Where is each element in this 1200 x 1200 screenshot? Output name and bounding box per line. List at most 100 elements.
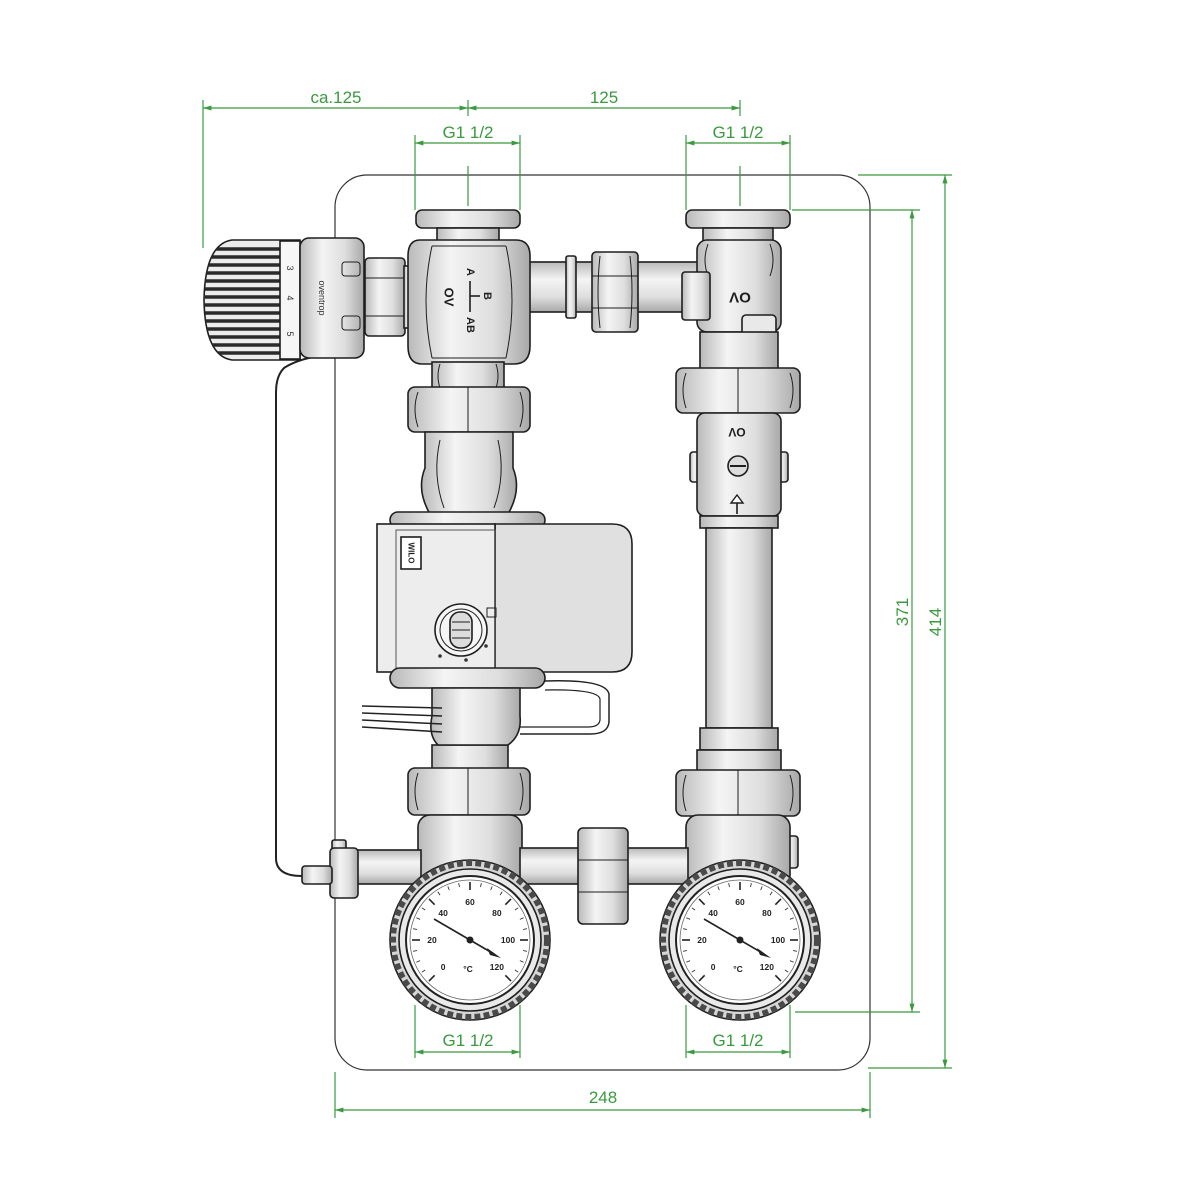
mounting-plate	[334, 174, 871, 1071]
thermometer-tick	[760, 886, 763, 891]
thermometer-tick	[691, 969, 696, 973]
mixing-valve-port-b: B	[481, 292, 493, 300]
thermostat-nut	[364, 257, 406, 337]
thermostat-brand: oventrop	[317, 280, 327, 315]
capillary-tube	[275, 355, 319, 877]
right-riser: OV	[675, 367, 801, 888]
thermometer-tick	[490, 886, 493, 891]
mixing-valve: OV A B AB	[407, 209, 596, 390]
pump-logo	[400, 536, 422, 570]
thermometer-tick	[519, 960, 524, 963]
thermometer-left-needle	[433, 918, 501, 958]
dimension-top-right-thread: G1 1/2	[712, 123, 763, 142]
pump-brand: WILO	[407, 543, 416, 564]
dimension-plate-width: 248	[589, 1088, 617, 1107]
union-nut-upper-left	[407, 386, 531, 433]
dimension-plate-height: 414	[926, 608, 945, 636]
thermometer-tick	[698, 974, 706, 982]
dimension-bottom-left-thread: G1 1/2	[442, 1031, 493, 1050]
thermometer-tick	[514, 969, 519, 973]
thermometer-tick	[750, 883, 752, 888]
thermometer-tick	[421, 969, 426, 973]
thermometer-scale-label: 120	[490, 962, 504, 972]
thermometer-tick	[792, 928, 797, 930]
thermometer-tick	[504, 974, 512, 982]
thermometer-tick	[769, 891, 773, 896]
thermometer-tick	[437, 891, 441, 896]
thermometer-tick	[499, 891, 503, 896]
thermometer-scale-label: 60	[465, 897, 475, 907]
dimension-top-left-thread: G1 1/2	[442, 123, 493, 142]
ball-valve-upper: OV	[681, 209, 791, 371]
pump-speed-dial-icon	[434, 603, 488, 662]
thermometer-tick	[458, 883, 460, 888]
thermometer-tick	[784, 907, 789, 911]
thermometer-scale-label: 40	[438, 908, 448, 918]
thermometer-tick	[789, 917, 794, 920]
thermometer-tick	[416, 917, 421, 920]
mixing-valve-port-a: A	[464, 268, 476, 276]
thermometer-tick	[774, 898, 782, 906]
thermometer-tick	[691, 907, 696, 911]
thermometer-scale-label: 80	[492, 908, 502, 918]
thermometer-tick	[717, 886, 720, 891]
pump-indicator-light	[486, 607, 497, 618]
thermostat-scale-4: 4	[285, 295, 295, 300]
dimension-connection-height: 371	[893, 598, 912, 626]
union-nut-lower-left	[431, 744, 509, 771]
immersion-sensor	[301, 839, 359, 899]
ball-valve-lower-marking: OV	[728, 425, 745, 439]
thermometer-tick	[514, 907, 519, 911]
circulation-pump: WILO	[361, 431, 633, 746]
thermometer-scale-label: 100	[771, 935, 785, 945]
thermometer-tick	[683, 950, 688, 952]
thermometer-tick	[480, 883, 482, 888]
thermometer-tick	[784, 969, 789, 973]
pump-cable	[361, 680, 610, 735]
thermometer-right-needle	[703, 918, 771, 958]
thermometer-tick	[416, 960, 421, 963]
ball-valve-upper-marking: OV	[729, 289, 751, 306]
thermometer-tick	[698, 898, 706, 906]
thermometer-tick	[792, 950, 797, 952]
thermometer-tick	[522, 950, 527, 952]
thermometer-tick	[522, 928, 527, 930]
thermometer-tick	[428, 898, 436, 906]
union-nut-bottom	[577, 827, 629, 925]
thermometer-tick	[789, 960, 794, 963]
thermostat-scale-3: 3	[285, 265, 295, 270]
dimension-mixing-offset: ca.125	[310, 88, 361, 107]
thermometer-tick	[519, 917, 524, 920]
mixing-valve-marking: OV	[442, 288, 457, 307]
thermometer-tick	[504, 898, 512, 906]
thermometer-tick	[686, 960, 691, 963]
thermometer-tick	[413, 950, 418, 952]
thermometer-scale-label: 120	[760, 962, 774, 972]
thermostat-body	[299, 237, 365, 359]
thermometer-tick	[774, 974, 782, 982]
mixing-valve-port-ab: AB	[464, 317, 476, 333]
dimension-pipe-spacing: 125	[590, 88, 618, 107]
thermometer-tick	[428, 974, 436, 982]
thermometer-scale-label: 80	[762, 908, 772, 918]
thermometer-scale-label: 60	[735, 897, 745, 907]
thermometer-scale-label: 20	[697, 935, 707, 945]
thermometer-tick	[707, 891, 711, 896]
thermometer-tick	[728, 883, 730, 888]
thermometer-scale-label: 0	[441, 962, 446, 972]
thermometer-tick	[413, 928, 418, 930]
thermometer-left-unit: °C	[463, 964, 473, 974]
thermometer-right-unit: °C	[733, 964, 743, 974]
thermometer-scale-label: 0	[711, 962, 716, 972]
thermometer-tick	[686, 917, 691, 920]
thermostat-scale-5: 5	[285, 331, 295, 336]
bottom-connections	[301, 827, 689, 925]
thermometer-tick	[447, 886, 450, 891]
dimensions: ca.125 125 G1 1/2 G1 1/2 G1 1/2 G1 1/2 2…	[202, 88, 952, 1118]
flow-arrow-icon	[729, 493, 745, 514]
thermometer-tick	[683, 928, 688, 930]
